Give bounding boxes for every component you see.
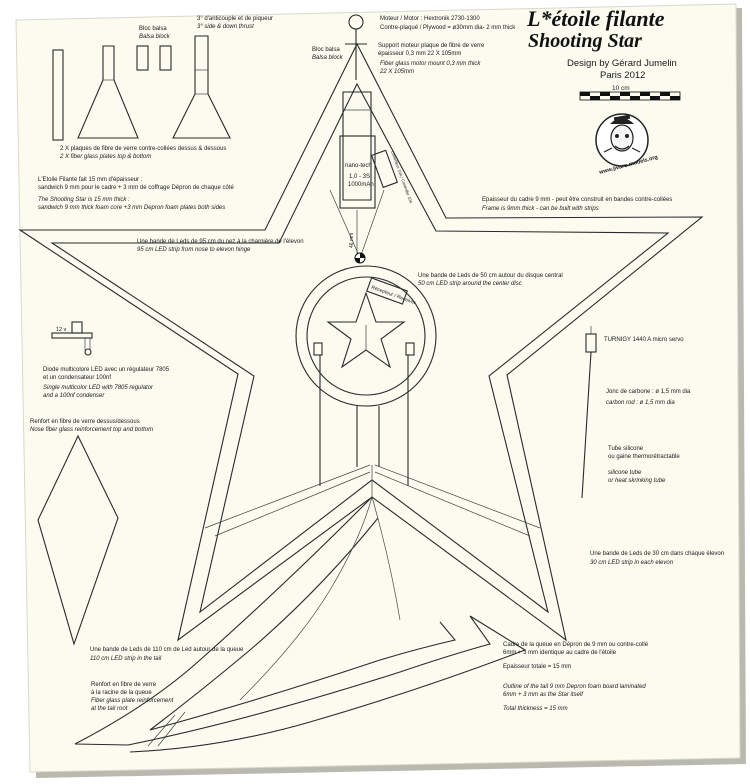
mount-en-2: 22 X 105mm [379,69,414,75]
tail-swoosh [74,496,527,753]
diode-en-2: and a 100nf condenser [43,393,105,399]
total-fr: Epaisseur totale = 15 mm [503,664,571,670]
led95-fr: Une bande de Leds de 95 cm du nez à la c… [137,239,304,245]
carbon-en: carbon rod : ø 1,5 mm dia [606,400,675,406]
nose-en: Nose fiber glass reinforcement top and b… [30,427,153,433]
speed-controller [370,149,399,189]
scale-bar [579,91,681,101]
motor-disc [345,14,367,80]
scale-label: 10 cm [612,85,630,92]
build-en-1: The Shooting Star is 15 mm thick : [38,197,130,203]
paper [15,3,741,773]
tube-fr-1: Tube silicone [608,446,644,452]
led50-fr: Une bande de Leds de 50 cm autour du dis… [418,273,563,279]
mount-en-1: Fiber glass motor mount 0,3 mm thick [380,61,481,67]
plates-fr: 2 X plaques de fibre de verre contre-col… [60,146,226,152]
tailroot-fr-2: à la racine de la queue [91,690,152,696]
tube-fr-2: ou gaine thermorétractable [608,454,680,460]
led50-en: 50 cm LED strip around the center disc [418,281,522,287]
diode-fr-1: Diode multicolore LED avec un régulateur… [43,367,170,373]
plates-en: 2 X fiber glass plates top & bottom [59,154,151,160]
tube-en-2: or heat skrinking tube [608,478,666,484]
tailroot-en-1: Fiber glass plate reinforcement [91,698,174,704]
nose-fr: Renfort en fibre de verre dessus/dessous [30,419,140,425]
servo-pushrod [581,326,597,499]
tail-en-2: 6mm + 3 mm as the Star itself [503,692,584,698]
nose-reinforcement [37,434,119,646]
battery-pack [339,135,376,209]
frame-fr: Epaisseur du cadre 9 mm - peut être cons… [482,197,672,203]
tailframe-fr-1: Cadre de la queue en Dépron de 9 mm ou c… [503,642,649,648]
motor-label-1: Moteur / Motor : Hextronik 2730-1300 [380,16,480,22]
led30-en: 30 cm LED strip in each elevon [590,560,674,566]
thrust-fr: 3° d'anticouple et de piqueur [197,16,273,22]
servo-label: TURNIGY 1440 A micro servo [604,337,684,343]
led110-en: 110 cm LED strip in the tail [90,656,162,662]
tailroot-fr-1: Renfort en fibre de verre [91,682,157,688]
servo-right [405,342,415,356]
receiver-box [366,277,408,305]
balsa-block-1-fr: Bloc balsa [139,26,167,32]
mount-fr-2: épaisseur 0,3 mm 22 X 105mm [378,51,461,57]
place-year: Paris 2012 [600,70,645,81]
balsa-block-2-fr: Bloc balsa [312,47,340,53]
battery-label-3: 1000mAh [348,182,374,188]
build-fr-2: sandwich 9 mm pour le cadre + 3 mm de co… [38,185,234,191]
led95-en: 95 cm LED strip from nose to elevon hing… [137,247,251,253]
tube-en-1: silicone tube [608,470,642,476]
led110-fr: Une bande de Leds de 110 cm de Led autou… [90,647,244,653]
title-line-1: L*étoile filante [526,6,665,31]
motor-label-2: Contre-plaqué / Plywood = ø30mm dia- 2 m… [380,25,516,31]
thrust-en: 3° side & down thrust [197,24,254,30]
servo-left [313,342,323,356]
tailroot-en-2: at the tail root [91,706,128,712]
designer-credit: Design by Gérard Jumelin [567,58,677,69]
tail-en-1: Outline of the tail 9 mm Depron foam boa… [503,684,646,690]
carbon-fr: Jonc de carbone : ø 1,5 mm dia [606,389,691,395]
led30-fr: Une bande de Leds de 30 cm dans chaque é… [590,551,724,557]
mount-fr-1: Support moteur plaque de fibre de verre [378,43,485,49]
build-en-2: sandwich 9 mm thick foam core +3 mm Depr… [38,205,225,211]
diode-fr-2: et un condensateur 100nf [43,375,111,381]
diode-en-1: Single multicolor LED with 7805 regulato… [43,385,154,391]
frame-en: Frame is 9mm thick - can be built with s… [482,206,599,212]
battery-label-1: nano-tech [345,163,372,169]
title-line-2: Shooting Star [528,30,642,52]
balsa-block-parts [52,35,231,141]
voltage-label: 12 v [56,327,67,333]
tailframe-fr-2: 6mm + 3 mm identique au cadre de l'étoil… [503,650,617,656]
cg-label: 46 mm [349,233,355,248]
tail-root [204,355,541,537]
balsa-block-2-en: Balsa block [312,55,344,61]
balsa-block-1-en: Balsa block [139,34,171,40]
jivaro-logo: www.jivaro-models.org [595,113,659,176]
battery-label-2: 1,0 - 3S [349,174,370,180]
total-en: Total thickness = 15 mm [503,706,568,712]
diode-circuit: 12 v [51,321,93,356]
build-fr-1: L'Etoile Filante fait 15 mm d'épaisseur … [38,177,143,183]
